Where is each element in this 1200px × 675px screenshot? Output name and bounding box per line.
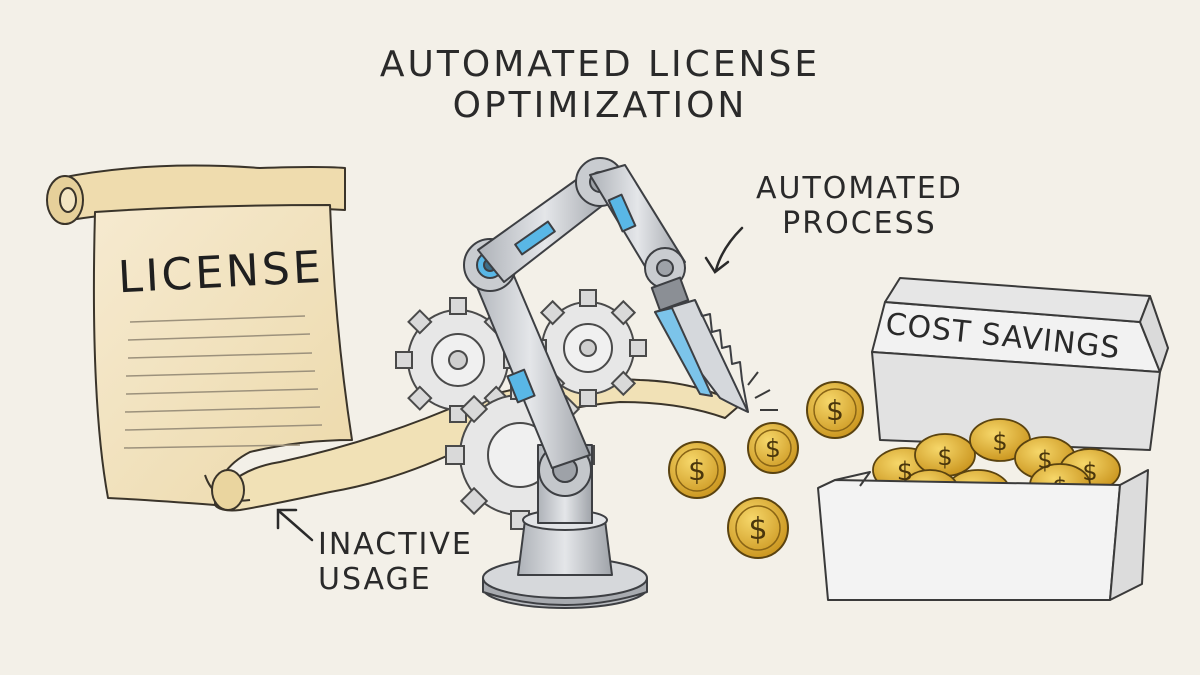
automated-process-label: AUTOMATED PROCESS: [756, 171, 963, 241]
svg-text:$: $: [992, 428, 1007, 456]
license-label: LICENSE: [116, 241, 325, 304]
svg-text:$: $: [1082, 458, 1097, 486]
title-line-1: AUTOMATED LICENSE: [379, 44, 821, 85]
automated-process-line-2: PROCESS: [782, 205, 937, 241]
inactive-usage-label: INACTIVE USAGE: [318, 527, 473, 597]
svg-text:$: $: [1037, 446, 1052, 474]
page-title: AUTOMATED LICENSE OPTIMIZATION: [0, 44, 1200, 127]
open-box-icon: $ $ $ $ $ $ $: [817, 277, 1169, 601]
arrow-icon: [276, 226, 744, 542]
svg-text:$: $: [937, 443, 952, 471]
robot-arm-icon: [463, 157, 690, 609]
svg-text:$: $: [826, 394, 844, 427]
license-scroll-icon: [46, 164, 741, 512]
dollar-coin-icon: $ $ $ $: [668, 381, 864, 559]
title-line-2: OPTIMIZATION: [452, 85, 748, 127]
inactive-usage-line-1: INACTIVE: [318, 527, 473, 562]
svg-text:$: $: [688, 454, 706, 487]
inactive-usage-line-2: USAGE: [318, 561, 432, 597]
automated-process-line-1: AUTOMATED: [756, 171, 963, 206]
svg-text:$: $: [765, 434, 781, 463]
saw-blade-icon: [654, 299, 778, 413]
svg-text:$: $: [897, 457, 914, 487]
svg-text:$: $: [748, 512, 767, 547]
